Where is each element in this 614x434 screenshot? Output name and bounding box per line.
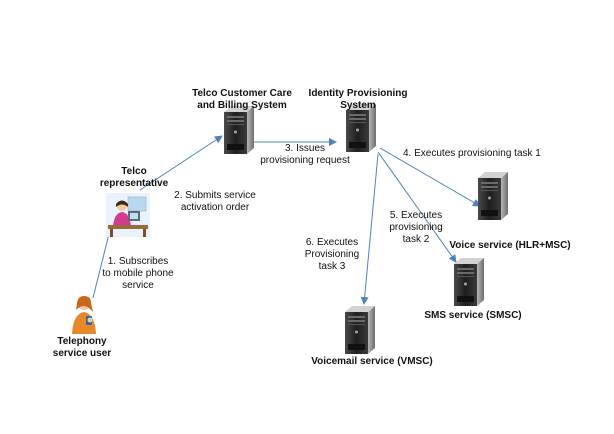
edge-label-task1: 4. Executes provisioning task 1 <box>403 148 541 159</box>
edge-label-task3: 6. Executes Provisioning task 3 <box>304 237 360 272</box>
identity-provisioning-label: Identity Provisioning System <box>308 88 408 111</box>
telco-representative-label: Telco representative <box>99 166 169 189</box>
arrow-submit <box>139 135 223 191</box>
server-icon-voice <box>478 172 508 220</box>
arrow-task1 <box>379 147 481 207</box>
representative-icon <box>106 193 150 237</box>
server-icon-voicemail <box>345 306 375 354</box>
arrows-layer <box>92 135 481 305</box>
arrow-task2 <box>377 151 457 263</box>
billing-system-label: Telco Customer Care and Billing System <box>192 88 292 111</box>
edge-label-issue: 3. Issues provisioning request <box>260 143 350 166</box>
server-icon-sms <box>454 258 484 306</box>
arrow-task3 <box>360 153 379 305</box>
voicemail-service-label: Voicemail service (VMSC) <box>311 356 433 367</box>
edge-label-subscribe: 1. Subscribes to mobile phone service <box>102 256 174 291</box>
edge-label-task2: 5. Executes provisioning task 2 <box>389 210 443 245</box>
service-user-icon <box>72 296 96 334</box>
edge-label-submit: 2. Submits service activation order <box>174 190 256 213</box>
telephony-service-user-label: Telephony service user <box>52 336 112 359</box>
voice-service-label: Voice service (HLR+MSC) <box>449 240 571 251</box>
sms-service-label: SMS service (SMSC) <box>424 310 522 321</box>
